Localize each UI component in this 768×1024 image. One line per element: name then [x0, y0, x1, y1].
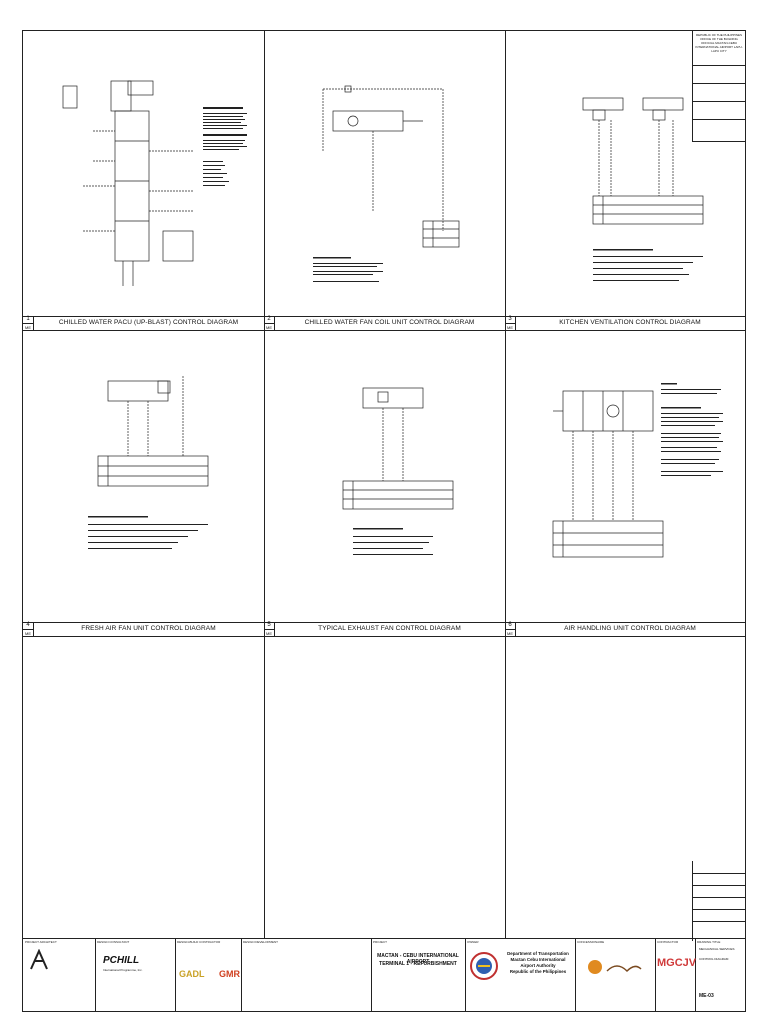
contractor-label: CONTRACTOR [657, 940, 679, 944]
revision-block [692, 861, 745, 941]
kitchen-diagram [582, 97, 704, 281]
grid-divider [23, 622, 745, 623]
owner-label: OWNER [467, 940, 479, 944]
discipline: MECHANICAL SERVICES [699, 947, 735, 951]
approval-block: REPUBLIC OF THE PHILIPPINES OFFICE OF TH… [692, 31, 745, 142]
consultant-name: International Programme, Inc. [103, 968, 143, 972]
concessionaire-cell: CONCESSIONAIRE [575, 939, 656, 1011]
panel-title: CHILLED WATER PACU (UP-BLAST) CONTROL DI… [58, 319, 239, 326]
grid-divider [264, 31, 265, 939]
owner-line-2: Mactan Cebu International Airport Author… [510, 957, 566, 968]
sheet-number: ME-03 [699, 993, 714, 999]
panel-title: TYPICAL EXHAUST FAN CONTROL DIAGRAM [318, 625, 461, 632]
exhaust-fan-diagram [342, 387, 454, 555]
contractor-logo: MGCJV [657, 957, 697, 969]
project-cell: PROJECT MACTAN - CEBU INTERNATIONAL AIRP… [371, 939, 466, 1011]
fcu-diagram [313, 85, 460, 282]
panel-title: AIR HANDLING UNIT CONTROL DIAGRAM [564, 625, 696, 632]
project-label: PROJECT [373, 940, 388, 944]
project-architect-cell: PROJECT ARCHITECT [23, 939, 96, 1011]
contractor-cell: DESIGN-BUILD CONTRACTOR GADL GMR [175, 939, 242, 1011]
dotr-seal-icon [470, 952, 498, 980]
grid-divider [23, 330, 745, 331]
ahu-diagram [552, 383, 723, 558]
drawing-title-label: DRAWING TITLE [697, 940, 721, 944]
design-consultant-label: DESIGN CONSULTANT [97, 940, 130, 944]
design-phase: DESIGN DEVELOPMENT [243, 940, 279, 944]
fafu-diagram [88, 376, 209, 549]
mactan-cebu-logo-icon [588, 960, 642, 974]
pacu-diagram [62, 80, 247, 286]
grid-divider [23, 316, 745, 317]
concessionaire-label: CONCESSIONAIRE [577, 940, 605, 944]
consultant-logo-icon: PCHILL [103, 955, 140, 966]
owner-line-3: Republic of the Philippines [509, 969, 567, 974]
contractor-logo-cell: CONTRACTOR MGCJV [655, 939, 696, 1011]
project-name-1: MACTAN - CEBU INTERNATIONAL AIRPORT [377, 953, 459, 965]
grid-divider [505, 31, 506, 939]
drawing-title: CONTROL DIAGRAM [699, 957, 729, 961]
panel-title: FRESH AIR FAN UNIT CONTROL DIAGRAM [81, 625, 216, 632]
panel-title: KITCHEN VENTILATION CONTROL DIAGRAM [559, 319, 701, 326]
gadl-logo: GADL [179, 969, 205, 979]
design-build-label: DESIGN-BUILD CONTRACTOR [177, 940, 221, 944]
gmr-logo: GMR [219, 969, 240, 979]
drawing-title-cell: DRAWING TITLE MECHANICAL SERVICES CONTRO… [695, 939, 745, 1011]
project-name-2: TERMINAL 1 - REFURBISHMENT [379, 961, 457, 967]
grid-divider [23, 636, 745, 637]
design-phase-cell: DESIGN DEVELOPMENT [241, 939, 372, 1011]
panel-title: CHILLED WATER FAN COIL UNIT CONTROL DIAG… [304, 319, 475, 326]
architect-logo-icon [30, 949, 48, 970]
owner-line-1: Department of Transportation [507, 951, 569, 956]
approval-header: REPUBLIC OF THE PHILIPPINES OFFICE OF TH… [695, 33, 743, 53]
design-consultant-cell: DESIGN CONSULTANT PCHILL International P… [95, 939, 176, 1011]
project-architect-label: PROJECT ARCHITECT [25, 940, 57, 944]
owner-cell: OWNER Department of Transportation Macta… [465, 939, 576, 1011]
title-block: PROJECT ARCHITECT DESIGN CONSULTANT PCHI… [23, 938, 745, 1011]
